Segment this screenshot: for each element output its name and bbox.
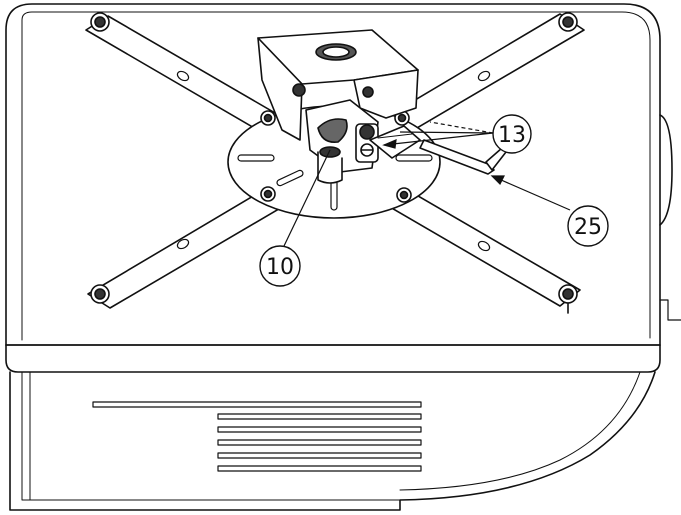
callout-25: 25 xyxy=(567,205,609,247)
tilt-bracket xyxy=(257,29,421,184)
mount-feet xyxy=(90,12,578,314)
projector-front-bumper xyxy=(5,344,661,373)
callout-25-label: 25 xyxy=(574,215,602,240)
projector-side-inner xyxy=(21,371,401,501)
projector-top-inner-edge xyxy=(21,11,651,341)
projector-lens-curve xyxy=(399,371,641,491)
bracket-side-left xyxy=(257,37,303,141)
right-bump xyxy=(659,114,673,226)
vent-slots xyxy=(92,401,422,472)
projector-body xyxy=(5,3,681,511)
callout-10-label: 10 xyxy=(266,255,294,280)
allen-key xyxy=(419,139,507,175)
adjust-knob xyxy=(355,123,379,163)
right-tab xyxy=(659,299,681,321)
leader-lines xyxy=(283,121,571,247)
projector-side-outline xyxy=(9,371,656,511)
callout-10: 10 xyxy=(259,245,301,287)
callout-13: 13 xyxy=(492,114,532,154)
callout-13-label: 13 xyxy=(498,123,526,148)
projector-top-outline xyxy=(5,3,661,346)
